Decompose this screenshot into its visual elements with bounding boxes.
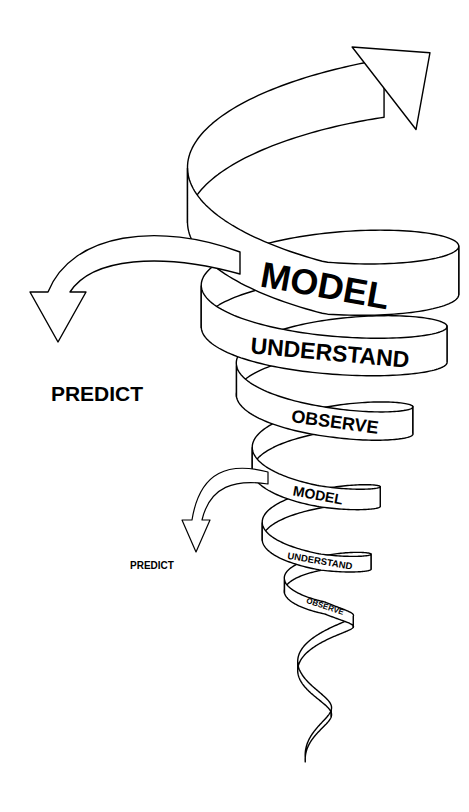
predict-label: PREDICT — [130, 561, 174, 571]
ribbon-band — [285, 580, 354, 627]
predict-label: PREDICT — [51, 383, 143, 404]
ribbon-label: MODEL — [258, 257, 392, 315]
ribbon-band — [237, 366, 414, 441]
ribbon-arrowhead — [352, 47, 430, 130]
ribbon-band — [298, 616, 354, 672]
predict-arrow — [30, 236, 240, 342]
ribbon-band — [305, 710, 331, 762]
ribbon-band — [188, 168, 459, 315]
ribbon-back — [188, 59, 459, 762]
ribbon-label: OBSERVE — [305, 598, 345, 618]
ribbon-label: OBSERVE — [290, 407, 379, 437]
ribbon-band — [298, 663, 332, 717]
ribbon-band — [252, 448, 380, 510]
ribbon-band — [262, 523, 371, 572]
ribbon-label: UNDERSTAND — [250, 334, 411, 371]
ribbon-label: UNDERSTAND — [287, 551, 353, 571]
ribbon-arrowhead — [352, 47, 430, 130]
ribbon-label: MODEL — [292, 484, 344, 507]
predict-arrow — [182, 468, 268, 552]
ribbon-band — [188, 59, 385, 223]
